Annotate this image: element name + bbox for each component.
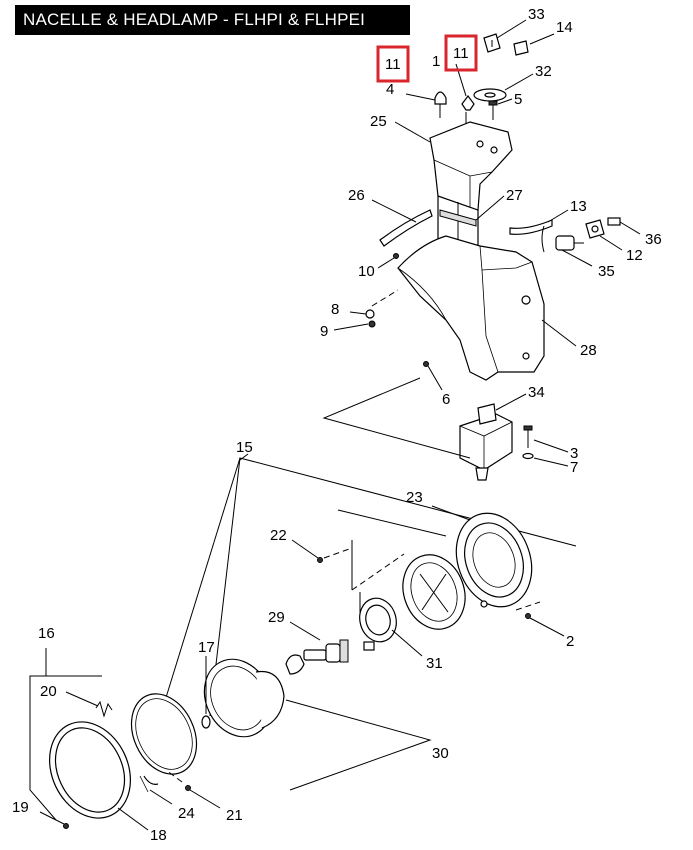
part-33-bracket [483,19,527,53]
part-35-switch [555,235,593,267]
callout-26: 26 [348,187,365,204]
assembly-guide-lines [322,377,471,537]
callout-24: 24 [178,805,195,822]
callout-23: 23 [406,489,423,506]
part-1-nut [455,63,475,124]
callout-33: 33 [528,6,545,23]
part-26-trim [371,199,433,247]
part-5-screw [488,98,513,120]
callout-2: 2 [566,633,574,650]
callout-19: 19 [12,799,29,816]
callout-20: 20 [40,683,57,700]
mounting-ring [402,554,466,630]
callout-17: 17 [198,639,215,656]
part-31-socket [359,597,423,657]
part-10-screw [377,253,399,269]
callout-32: 32 [535,63,552,80]
callout-5: 5 [514,91,522,108]
callout-labels: 33 14 1 32 4 5 25 26 27 13 36 12 10 35 8… [12,6,662,844]
group-16-bracket [29,648,102,821]
part-6-screw [423,361,443,391]
callout-12: 12 [626,247,643,264]
title-banner: NACELLE & HEADLAMP - FLHPI & FLHPEI [15,5,410,35]
part-3-7-bolt [522,425,569,467]
part-2-screw [515,601,565,637]
part-20-clip [65,691,113,718]
part-27-bracket [439,195,505,227]
callout-36: 36 [645,231,662,248]
part-29-bulb [285,621,349,675]
callout-4: 4 [386,81,394,98]
part-23-housing [431,505,533,608]
callout-13: 13 [570,198,587,215]
callout-15: 15 [236,439,253,456]
callout-22: 22 [270,527,287,544]
callout-6: 6 [442,391,450,408]
part-25-upper-nacelle [394,121,513,215]
part-13-trim [509,209,569,253]
callout-1: 1 [432,53,440,70]
part-19-screw [39,811,69,829]
callout-10: 10 [358,263,375,280]
part-8-9-hardware [333,289,399,331]
callout-9: 9 [320,323,328,340]
diagram-title: NACELLE & HEADLAMP - FLHPI & FLHPEI [23,10,366,29]
callout-14: 14 [556,19,573,36]
group-15-bracket [163,453,577,717]
callout-27: 27 [506,187,523,204]
callout-11-left: 11 [385,56,401,73]
callout-8: 8 [331,301,339,318]
retaining-ring [130,693,198,805]
callout-16: 16 [38,625,55,642]
part-28-lower-nacelle [397,235,577,381]
part-30-sealed-beam [203,658,432,791]
callout-31: 31 [426,655,443,672]
part-17-washer [201,656,211,729]
callout-35: 35 [598,263,615,280]
callout-11-right: 11 [453,45,469,62]
callout-28: 28 [580,342,597,359]
callout-3: 3 [570,445,578,462]
callout-30: 30 [432,745,449,762]
highlighted-callouts: 11 11 [376,34,478,83]
callout-7: 7 [570,459,578,476]
highlight-box-left [376,45,410,83]
part-12-bezel [585,219,623,251]
part-14-clip [513,33,555,56]
highlight-box-right [444,34,478,72]
part-4-acorn-nut [405,91,447,118]
part-18-trim-ring [48,721,149,831]
part-34-mount [459,393,527,481]
callout-18: 18 [150,827,167,844]
part-21-screw [165,769,221,809]
callout-25: 25 [370,113,387,130]
callout-29: 29 [268,609,285,626]
part-22-screw [291,539,405,616]
callout-34: 34 [528,384,545,401]
callout-21: 21 [226,807,243,824]
part-32-washer [473,73,534,102]
part-36-screw [607,217,641,235]
